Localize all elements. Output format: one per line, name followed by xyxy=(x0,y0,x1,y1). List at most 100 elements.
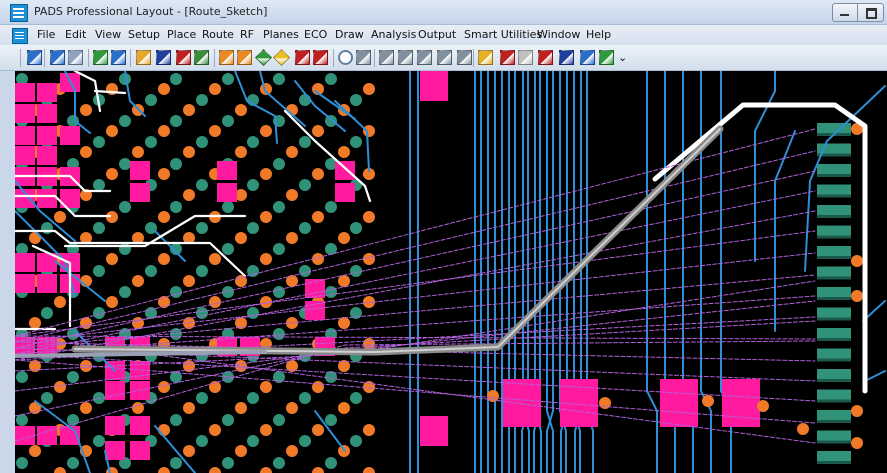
menu-view[interactable]: View xyxy=(95,28,122,41)
properties-icon[interactable] xyxy=(356,50,371,65)
layer-icon[interactable] xyxy=(538,50,553,65)
display-icon[interactable] xyxy=(559,50,574,65)
menu-eco[interactable]: ECO xyxy=(304,28,328,41)
pcb-drawing[interactable] xyxy=(15,71,887,473)
menu-setup[interactable]: Setup xyxy=(128,28,161,41)
route-icon[interactable] xyxy=(176,50,191,65)
menu-rf[interactable]: RF xyxy=(240,28,254,41)
via xyxy=(286,360,298,372)
via xyxy=(106,168,118,180)
bga-trace-white xyxy=(63,214,247,248)
grid-icon[interactable] xyxy=(437,50,452,65)
bga-pad xyxy=(273,243,285,255)
bga-pad xyxy=(41,222,53,234)
bus-trace xyxy=(546,71,554,473)
via xyxy=(29,317,41,329)
bga-pad xyxy=(93,179,105,191)
restore-button[interactable] xyxy=(858,4,883,21)
search-icon[interactable] xyxy=(338,50,353,65)
flip-icon[interactable] xyxy=(500,50,515,65)
bga-trace-white xyxy=(283,109,372,203)
smd-pad-large xyxy=(420,71,448,101)
drc-icon[interactable] xyxy=(295,50,310,65)
title-bar[interactable]: PADS Professional Layout - [Route_Sketch… xyxy=(0,0,887,25)
export-icon[interactable] xyxy=(599,50,614,65)
diamond-yellow-icon[interactable] xyxy=(273,49,290,66)
undo-icon[interactable] xyxy=(50,50,65,65)
menu-window[interactable]: Window xyxy=(537,28,581,41)
lock-icon[interactable] xyxy=(379,50,394,65)
cross-probe-icon[interactable] xyxy=(417,50,432,65)
bga-pad xyxy=(325,73,337,85)
bga-pad xyxy=(273,371,285,383)
redo-icon[interactable] xyxy=(68,50,83,65)
menu-draw[interactable]: Draw xyxy=(335,28,364,41)
smd-pad xyxy=(15,426,35,445)
save-icon[interactable] xyxy=(27,50,42,65)
menu-analysis[interactable]: Analysis xyxy=(371,28,417,41)
zoom-extents-icon[interactable] xyxy=(111,50,126,65)
place-part-icon[interactable] xyxy=(156,50,171,65)
menu-planes[interactable]: Planes xyxy=(263,28,299,41)
menu-file[interactable]: File xyxy=(37,28,56,41)
bga-pad xyxy=(16,414,28,426)
via xyxy=(312,125,324,137)
fit-board-icon[interactable] xyxy=(93,50,108,65)
connector-pad xyxy=(817,348,851,359)
grid-fine-icon[interactable] xyxy=(457,50,472,65)
refresh-icon[interactable] xyxy=(580,50,595,65)
via xyxy=(106,125,118,137)
bga-trace-white xyxy=(31,244,72,328)
bga-pad xyxy=(196,94,208,106)
connector-pad-shadow xyxy=(817,317,851,321)
drc-check-icon[interactable] xyxy=(313,50,328,65)
smd-pad xyxy=(335,183,355,202)
smd-pad xyxy=(37,253,57,272)
component-icon[interactable] xyxy=(219,50,234,65)
menu-help[interactable]: Help xyxy=(586,28,612,41)
document-icon[interactable] xyxy=(12,28,28,44)
plow-icon[interactable] xyxy=(194,50,209,65)
sketch-route-icon[interactable] xyxy=(478,50,493,65)
ratsnest-line xyxy=(15,295,816,355)
menu-place[interactable]: Place xyxy=(167,28,197,41)
bga-trace xyxy=(34,400,91,473)
ratsnest-line xyxy=(15,230,816,337)
via xyxy=(183,146,195,158)
unlock-icon[interactable] xyxy=(398,50,413,65)
bga-pad xyxy=(299,435,311,447)
bga-trace xyxy=(64,71,91,134)
bga-pad xyxy=(222,414,234,426)
menu-edit[interactable]: Edit xyxy=(65,28,87,41)
bga-pad xyxy=(170,73,182,85)
smd-pad xyxy=(37,126,57,145)
via xyxy=(80,146,92,158)
menu-output[interactable]: Output xyxy=(418,28,457,41)
pcb-layout-canvas[interactable] xyxy=(15,71,887,473)
minimize-button[interactable] xyxy=(833,4,858,21)
bga-pad xyxy=(222,286,234,298)
via xyxy=(338,402,350,414)
via xyxy=(851,123,863,135)
bga-pad xyxy=(273,457,285,469)
via xyxy=(158,467,170,473)
bga-pad xyxy=(247,222,259,234)
menu-smart-utilities[interactable]: Smart Utilities xyxy=(464,28,543,41)
bga-pad xyxy=(196,392,208,404)
bga-pad xyxy=(299,265,311,277)
sketch-icon[interactable] xyxy=(237,50,252,65)
select-icon[interactable] xyxy=(136,50,151,65)
menu-route[interactable]: Route xyxy=(202,28,234,41)
tune-icon[interactable] xyxy=(518,50,533,65)
connector-pad-shadow xyxy=(817,194,851,198)
smd-pad xyxy=(305,301,325,320)
via xyxy=(260,211,272,223)
smd-pad xyxy=(60,189,80,208)
toolbar-separator xyxy=(44,49,45,67)
toolbar-overflow-button[interactable]: ⌄ xyxy=(618,51,628,64)
diamond-green-icon[interactable] xyxy=(255,49,272,66)
bga-pad xyxy=(299,179,311,191)
smd-pad-large xyxy=(420,416,448,446)
smd-pad-large xyxy=(660,379,698,427)
